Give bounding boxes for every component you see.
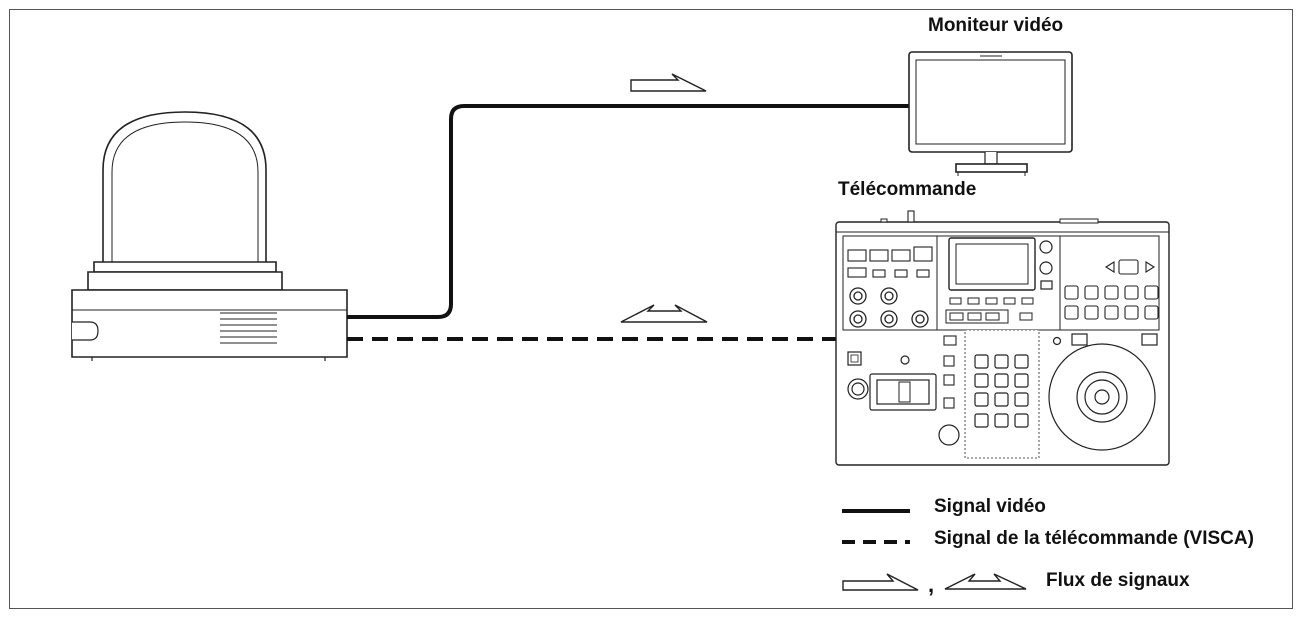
legend-signal-flow-label: Flux de signaux — [1046, 570, 1190, 591]
ptz-camera-icon — [71, 111, 348, 361]
legend-separator: , — [928, 572, 935, 597]
control-flow-arrow-icon — [620, 304, 708, 323]
one-way-arrow-icon — [842, 573, 919, 591]
video-flow-arrow-icon — [630, 73, 707, 92]
remote-label: Télécommande — [838, 179, 977, 200]
monitor-label: Moniteur vidéo — [928, 15, 1064, 36]
video-signal-cable — [347, 104, 910, 319]
diagram-frame — [9, 9, 1293, 609]
legend-control-signal-label: Signal de la télécommande (VISCA) — [934, 528, 1254, 549]
legend-video-signal-label: Signal vidéo — [934, 496, 1046, 517]
remote-controller-icon — [835, 210, 1170, 466]
two-way-arrow-icon — [944, 573, 1027, 590]
video-monitor-icon — [908, 51, 1073, 176]
